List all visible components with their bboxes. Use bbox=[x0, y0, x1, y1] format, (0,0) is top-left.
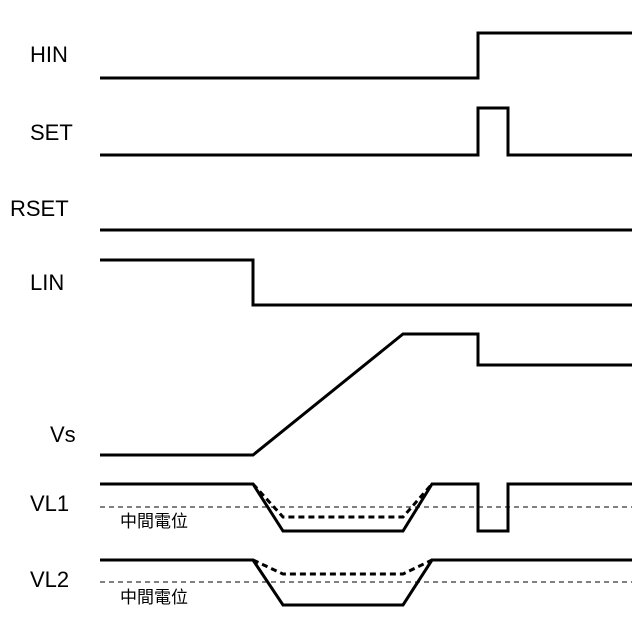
set-waveform bbox=[100, 108, 632, 155]
lin-waveform bbox=[100, 260, 632, 305]
set-label: SET bbox=[30, 120, 73, 145]
hin-waveform bbox=[100, 33, 632, 78]
vl1-mid-potential-label: 中間電位 bbox=[120, 512, 188, 532]
lin-label: LIN bbox=[30, 270, 64, 295]
vl1-dashed-waveform bbox=[253, 484, 432, 517]
vl2-mid-potential-label: 中間電位 bbox=[120, 588, 188, 608]
rset-label: RSET bbox=[10, 196, 69, 221]
hin-label: HIN bbox=[30, 42, 68, 67]
vl2-dashed-waveform bbox=[253, 560, 432, 574]
vl1-label: VL1 bbox=[30, 491, 69, 516]
vs-waveform bbox=[100, 334, 632, 455]
vs-label: Vs bbox=[50, 422, 76, 447]
vl2-label: VL2 bbox=[30, 567, 69, 592]
